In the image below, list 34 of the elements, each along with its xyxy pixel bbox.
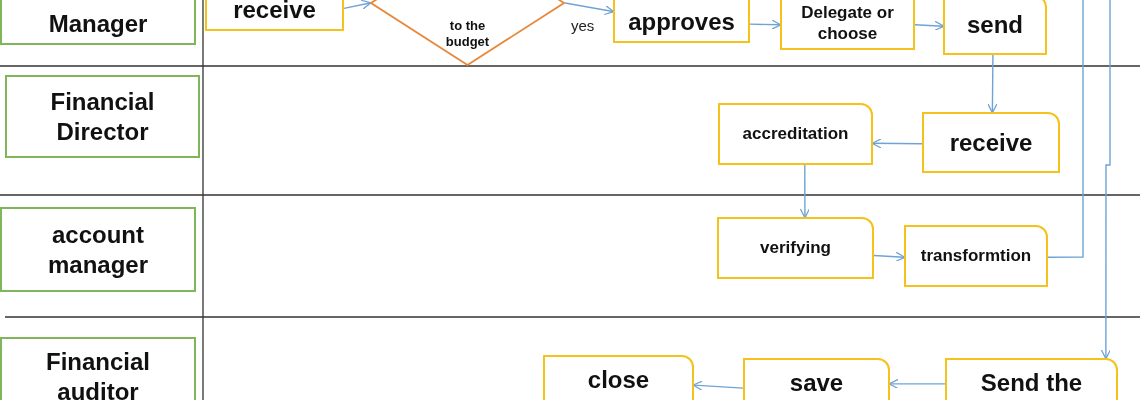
- node-text: verifying: [759, 237, 832, 259]
- node-text: transformtion: [919, 245, 1033, 267]
- arrow: [799, 164, 811, 219]
- connector-line: [1047, 0, 1084, 258]
- node-text: approves: [627, 7, 736, 37]
- node-text: Manager: [47, 9, 149, 39]
- node-text: save: [788, 368, 845, 398]
- process-box: [717, 217, 874, 279]
- arrow: [564, 2, 615, 16]
- process-box: [922, 112, 1060, 173]
- node-text: Delegate or choose: [800, 1, 895, 44]
- node-text: accreditation: [741, 123, 850, 145]
- arrow: [749, 19, 782, 30]
- arrow: [873, 251, 906, 262]
- process-box: [943, 0, 1047, 55]
- process-box: [718, 103, 873, 165]
- node-text: close: [586, 365, 651, 395]
- node-text: to the budget: [444, 17, 491, 50]
- node-text: receive: [232, 0, 317, 25]
- node-text: account manager: [46, 219, 149, 280]
- process-box: [904, 225, 1048, 287]
- node-text: receive: [948, 127, 1034, 158]
- process-box: [780, 0, 915, 50]
- arrow: [914, 20, 945, 31]
- arrow: [987, 54, 998, 114]
- node-text: Send the: [979, 368, 1084, 398]
- node-text: send: [966, 10, 1024, 40]
- lane-label-box: [0, 207, 196, 292]
- node-text: Financial auditor: [45, 347, 151, 400]
- lane-label-box: [5, 75, 200, 158]
- arrow: [343, 0, 372, 10]
- node-text: Financial Director: [49, 86, 156, 147]
- arrow: [1100, 0, 1111, 360]
- lane-label-box: [0, 337, 196, 400]
